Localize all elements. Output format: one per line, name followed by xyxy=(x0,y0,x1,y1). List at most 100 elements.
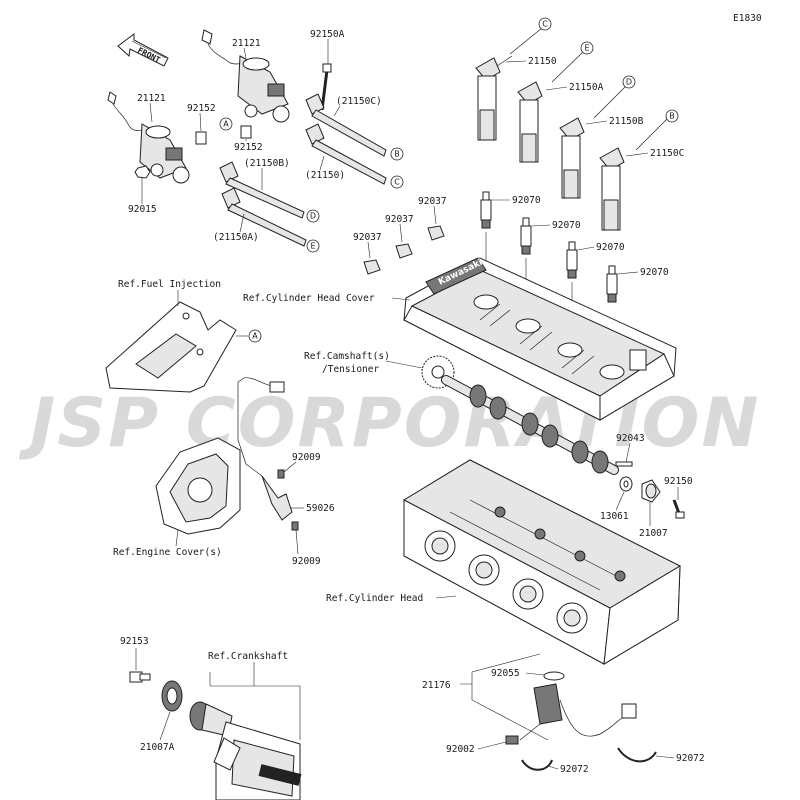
nut-92015 xyxy=(134,165,151,179)
bolt-92009-a xyxy=(277,469,285,479)
label-92072-b: 92072 xyxy=(676,753,705,764)
callout-d-right: D xyxy=(622,75,636,89)
label-21150: 21150 xyxy=(528,56,557,67)
svg-text:A: A xyxy=(252,332,258,341)
ref-cylinder-head: Ref.Cylinder Head xyxy=(326,593,423,604)
rotor-21007a xyxy=(161,680,183,712)
label-92070-2: 92070 xyxy=(552,220,581,231)
ref-crankshaft: Ref.Crankshaft xyxy=(208,651,288,662)
plug-boot-c xyxy=(305,93,387,157)
ref-fuel-injection: Ref.Fuel Injection xyxy=(118,279,221,290)
label-92037-1: 92037 xyxy=(418,196,447,207)
label-92009-a: 92009 xyxy=(292,452,321,463)
spark-plug-2 xyxy=(520,217,532,255)
label-21121-right: 21121 xyxy=(232,38,261,49)
label-92037-3: 92037 xyxy=(353,232,382,243)
svg-text:E: E xyxy=(310,242,315,251)
label-21150a-alt: (21150A) xyxy=(213,232,259,243)
clip-92072-b xyxy=(617,747,657,763)
svg-text:D: D xyxy=(626,78,632,87)
label-21150-alt: (21150) xyxy=(305,170,345,181)
callout-c-right: C xyxy=(538,17,552,31)
clamp-92037-3 xyxy=(363,259,381,275)
label-21150b-alt: (21150B) xyxy=(244,158,290,169)
label-59026: 59026 xyxy=(306,503,335,514)
spark-plug-1 xyxy=(480,191,492,229)
collar-92152-a xyxy=(195,131,207,145)
label-21150c: 21150C xyxy=(650,148,684,159)
diagram-id: E1830 xyxy=(733,13,762,24)
engine-cover-gasket xyxy=(155,437,241,535)
label-92070-4: 92070 xyxy=(640,267,669,278)
pickup-coil-59026 xyxy=(237,377,293,521)
svg-text:B: B xyxy=(394,150,400,159)
callout-c-top: C xyxy=(390,175,404,189)
label-92055: 92055 xyxy=(491,668,520,679)
plug-boot-a xyxy=(221,187,307,247)
ref-engine-cover: Ref.Engine Cover(s) xyxy=(113,547,222,558)
label-13061: 13061 xyxy=(600,511,629,522)
bolt-92153 xyxy=(129,671,151,683)
label-21007: 21007 xyxy=(639,528,668,539)
callout-e-top: E xyxy=(306,239,320,253)
label-92153: 92153 xyxy=(120,636,149,647)
svg-text:A: A xyxy=(223,120,229,129)
label-92070-1: 92070 xyxy=(512,195,541,206)
callout-b-right: B xyxy=(665,109,679,123)
label-92002: 92002 xyxy=(446,744,475,755)
plug-cap-21150c xyxy=(599,117,669,231)
svg-text:B: B xyxy=(669,112,675,121)
callout-d-top: D xyxy=(306,209,320,223)
collar-92152-b xyxy=(240,125,252,139)
callout-a-mid: A xyxy=(248,329,262,343)
label-92152-a: 92152 xyxy=(187,103,216,114)
ref-tensioner: /Tensioner xyxy=(322,364,379,375)
bolt-92150a xyxy=(320,63,332,111)
label-21150c-alt: (21150C) xyxy=(336,96,382,107)
label-92150: 92150 xyxy=(664,476,693,487)
ignition-coil-right xyxy=(201,29,290,123)
plug-cap-21150a xyxy=(517,51,584,163)
label-21176: 21176 xyxy=(422,680,451,691)
rotor-21007 xyxy=(641,479,661,503)
label-21150b: 21150B xyxy=(609,116,644,127)
front-arrow-icon: FRONT xyxy=(117,33,169,67)
bolt-92009-b xyxy=(291,521,299,531)
ref-cylinder-head-cover: Ref.Cylinder Head Cover xyxy=(243,293,375,304)
watermark-text: JSP CORPORATION xyxy=(18,384,760,463)
spark-plug-4 xyxy=(606,265,618,303)
label-92015: 92015 xyxy=(128,204,157,215)
label-92009-b: 92009 xyxy=(292,556,321,567)
label-92070-3: 92070 xyxy=(596,242,625,253)
plug-cap-21150b xyxy=(559,85,627,199)
label-21150a: 21150A xyxy=(569,82,604,93)
cylinder-head xyxy=(402,459,682,665)
ignition-coil-left xyxy=(107,91,190,184)
label-92037-2: 92037 xyxy=(385,214,414,225)
crankshaft xyxy=(189,701,302,800)
cylinder-head-cover: Kawasaki xyxy=(403,257,677,421)
label-92043: 92043 xyxy=(616,433,645,444)
clamp-92037-1 xyxy=(427,225,445,241)
spacer-13061 xyxy=(619,476,633,492)
plug-boot-b xyxy=(219,161,305,219)
label-92150a: 92150A xyxy=(310,29,345,40)
pin-92043 xyxy=(615,461,633,467)
svg-text:C: C xyxy=(542,20,548,29)
bolt-92150 xyxy=(672,499,685,519)
label-92072-a: 92072 xyxy=(560,764,589,775)
camshaft xyxy=(421,355,619,475)
callout-e-right: E xyxy=(580,41,594,55)
plug-cap-21150 xyxy=(475,27,543,141)
label-21007a: 21007A xyxy=(140,742,175,753)
plug-boot-main xyxy=(305,123,387,185)
callout-a-top: A xyxy=(219,117,233,131)
fuel-injection-bracket xyxy=(105,301,237,393)
cam-position-sensor xyxy=(519,671,637,741)
callout-b-top: B xyxy=(390,147,404,161)
ref-camshaft: Ref.Camshaft(s) xyxy=(304,351,390,362)
label-92152-b: 92152 xyxy=(234,142,263,153)
clip-92072-a xyxy=(521,759,553,771)
clamp-92037-2 xyxy=(395,243,413,259)
